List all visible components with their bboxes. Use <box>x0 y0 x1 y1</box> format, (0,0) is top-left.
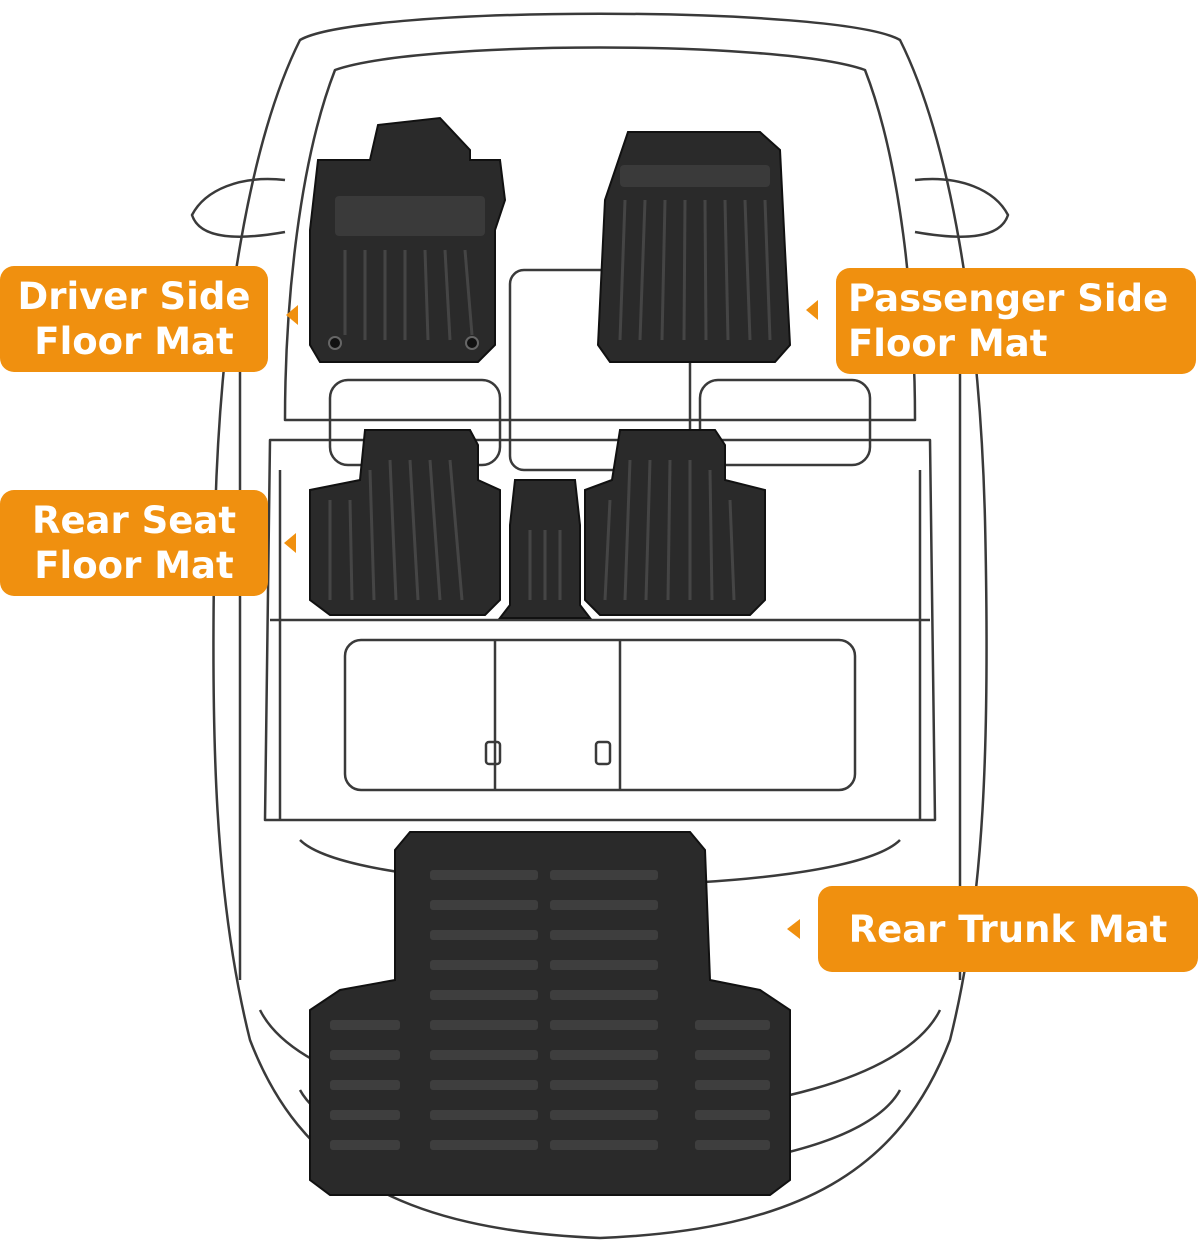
rear-seat-floor-mat-label: Rear Seat Floor Mat <box>0 490 268 596</box>
passenger-side-floor-mat-label: Passenger Side Floor Mat <box>836 268 1196 374</box>
rear-trunk-mat-label: Rear Trunk Mat <box>818 886 1198 972</box>
passenger-label-line-1: Passenger Side <box>848 277 1169 320</box>
rear-mat-right-shape <box>584 429 766 616</box>
driver-side-floor-mat <box>309 116 507 363</box>
driver-label-line-1: Driver Side <box>17 275 251 318</box>
rear-mat-ribs <box>328 459 736 601</box>
passenger-mat-shape <box>596 131 792 363</box>
driver-mat-grommet-right <box>465 336 479 350</box>
passenger-label-line-2: Floor Mat <box>848 322 1048 365</box>
callout-pointers <box>284 300 818 939</box>
passenger-side-floor-mat <box>596 131 792 363</box>
rear-trunk-mat <box>309 831 791 1196</box>
trunk-mat-shape <box>309 831 791 1196</box>
driver-mat-shape <box>309 116 507 363</box>
driver-mat-heel-pad <box>335 196 485 236</box>
trunk-label-line-1: Rear Trunk Mat <box>848 907 1168 951</box>
driver-mat-grommet-left <box>328 336 342 350</box>
passenger-mat-ribs <box>618 199 772 341</box>
rear-seat-floor-mat <box>309 429 766 619</box>
passenger-pointer <box>806 300 818 320</box>
driver-side-floor-mat-label: Driver Side Floor Mat <box>0 266 268 372</box>
driver-pointer <box>286 305 298 325</box>
rear-seat-label-line-1: Rear Seat <box>31 499 237 542</box>
driver-label-line-2: Floor Mat <box>34 320 234 363</box>
rear-seat-pointer <box>284 533 296 553</box>
driver-mat-ribs <box>343 249 474 341</box>
trunk-pointer <box>787 919 800 939</box>
passenger-mat-top-pad <box>620 165 770 187</box>
rear-mat-shape <box>309 429 501 616</box>
trunk-mat-grid <box>330 870 770 1150</box>
rear-seat-label-line-2: Floor Mat <box>34 544 234 587</box>
